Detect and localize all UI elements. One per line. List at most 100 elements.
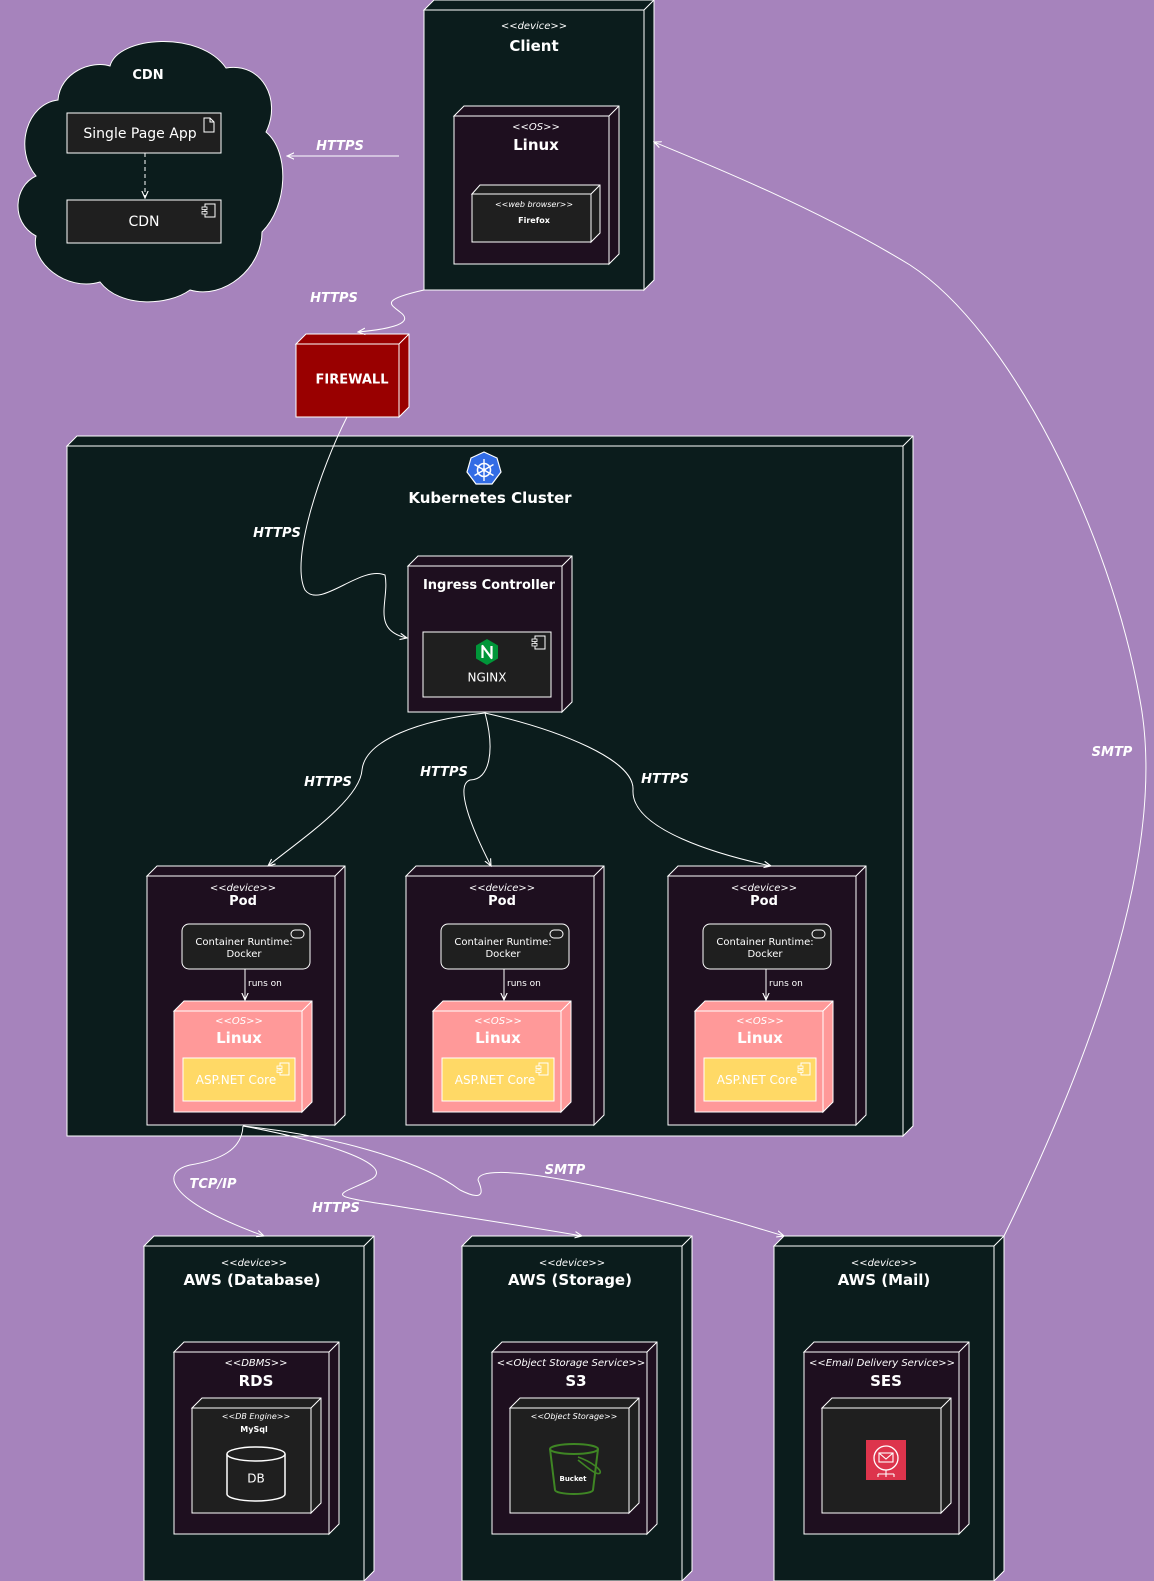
cluster-title: Kubernetes Cluster [408, 489, 572, 507]
runs-on-label: runs on [507, 979, 541, 989]
label-cluster-db: TCP/IP [189, 1177, 237, 1192]
label-firewall-ingress: HTTPS [253, 526, 301, 541]
edge-cluster-storage [242, 1125, 582, 1236]
aspnet-core-component[interactable]: ASP.NET Core [441, 1057, 555, 1102]
mysql-stereotype: <<DB Engine>> [222, 1412, 290, 1421]
component-icon [201, 203, 216, 218]
aspnet-core-component[interactable]: ASP.NET Core [703, 1057, 817, 1102]
node-icon [811, 929, 826, 939]
component-icon [797, 1062, 811, 1076]
edge-labels: HTTPS HTTPS HTTPS HTTPS HTTPS HTTPS TCP/… [189, 139, 1132, 1216]
edge-ingress-pod2 [463, 712, 491, 866]
cdn-box-label: CDN [128, 214, 159, 230]
label-cluster-mail: SMTP [545, 1163, 586, 1178]
pod-os-title: Linux [737, 1029, 783, 1047]
db-label: DB [247, 1472, 264, 1486]
rds-stereotype: <<DBMS>> [224, 1358, 287, 1369]
firewall-label: FIREWALL [316, 373, 389, 388]
label-client-cdn: HTTPS [316, 139, 364, 154]
node-icon [549, 929, 564, 939]
database-icon [226, 1446, 286, 1502]
runs-on-label: runs on [769, 979, 803, 989]
mysql-node[interactable]: <<DB Engine>> MySql DB [190, 1397, 322, 1515]
edges [173, 142, 1147, 1237]
component-icon [276, 1062, 290, 1076]
pod-title: Pod [229, 894, 257, 909]
label-cluster-storage: HTTPS [312, 1201, 360, 1216]
aws-storage-stereotype: <<device>> [539, 1258, 605, 1269]
cdn-box[interactable]: CDN [66, 199, 222, 244]
pod-os-title: Linux [475, 1029, 521, 1047]
edge-client-firewall [358, 289, 425, 332]
runtime-label: Container Runtime: [195, 937, 292, 948]
ses-title: SES [870, 1372, 902, 1390]
container-runtime[interactable]: Container Runtime:Docker [181, 923, 311, 970]
runtime-label: Container Runtime: [716, 937, 813, 948]
edge-mail-client [654, 142, 1147, 1237]
spa-label: Single Page App [83, 126, 196, 142]
pod-os-stereotype: <<OS>> [736, 1016, 784, 1027]
label-mail-client: SMTP [1092, 745, 1133, 760]
s3-stereotype: <<Object Storage Service>> [497, 1358, 646, 1369]
pod-os-stereotype: <<OS>> [215, 1016, 263, 1027]
browser-node[interactable]: <<web browser>> Firefox [470, 184, 601, 244]
client-stereotype: <<device>> [501, 21, 567, 32]
label-client-firewall: HTTPS [310, 291, 358, 306]
pod-stereotype: <<device>> [210, 883, 276, 894]
node-icon [290, 929, 305, 939]
pod-title: Pod [750, 894, 778, 909]
object-storage-node[interactable]: <<Object Storage>> Bucket [508, 1397, 640, 1515]
pod-os-stereotype: <<OS>> [474, 1016, 522, 1027]
label-ingress-pod1: HTTPS [304, 775, 352, 790]
spa-box[interactable]: Single Page App [66, 112, 222, 154]
pod-stereotype: <<device>> [469, 883, 535, 894]
edge-cluster-db [173, 1125, 264, 1236]
component-icon [535, 1062, 549, 1076]
runtime-label-docker: Docker [485, 949, 521, 960]
label-ingress-pod3: HTTPS [641, 772, 689, 787]
aws-storage-title: AWS (Storage) [508, 1271, 632, 1289]
aspnet-core-component[interactable]: ASP.NET Core [182, 1057, 296, 1102]
aws-mail-title: AWS (Mail) [838, 1271, 931, 1289]
container-runtime[interactable]: Container Runtime:Docker [440, 923, 570, 970]
edge-ingress-pod1 [268, 712, 486, 866]
aspnet-label: ASP.NET Core [196, 1073, 276, 1087]
ses-icon [866, 1440, 906, 1480]
ses-inner-node[interactable] [820, 1397, 952, 1515]
pod-os-title: Linux [216, 1029, 262, 1047]
nginx-box[interactable]: NGINX [422, 631, 552, 698]
bucket-icon [549, 1443, 601, 1495]
pod-stereotype: <<device>> [731, 883, 797, 894]
document-icon [203, 117, 215, 133]
object-storage-stereotype: <<Object Storage>> [531, 1412, 618, 1421]
cdn-cloud: CDN [17, 41, 284, 303]
aspnet-label: ASP.NET Core [455, 1073, 535, 1087]
edge-ingress-pod3 [484, 712, 771, 866]
s3-title: S3 [565, 1372, 586, 1390]
mysql-title: MySql [240, 1425, 268, 1434]
ingress-title: Ingress Controller [423, 578, 556, 593]
kubernetes-helm-icon [466, 451, 502, 485]
rds-title: RDS [239, 1372, 274, 1390]
aws-db-title: AWS (Database) [183, 1271, 320, 1289]
runtime-label-docker: Docker [747, 949, 783, 960]
nginx-label: NGINX [467, 671, 506, 685]
client-title: Client [509, 37, 558, 55]
firewall-node[interactable]: FIREWALL [294, 333, 410, 419]
container-runtime[interactable]: Container Runtime:Docker [702, 923, 832, 970]
nginx-icon [476, 639, 498, 665]
aspnet-label: ASP.NET Core [717, 1073, 797, 1087]
browser-stereotype: <<web browser>> [495, 200, 573, 209]
aws-db-stereotype: <<device>> [221, 1258, 287, 1269]
edge-cluster-mail [242, 1125, 784, 1236]
pod-title: Pod [488, 894, 516, 909]
client-os-stereotype: <<OS>> [512, 122, 560, 133]
runtime-label-docker: Docker [226, 949, 262, 960]
